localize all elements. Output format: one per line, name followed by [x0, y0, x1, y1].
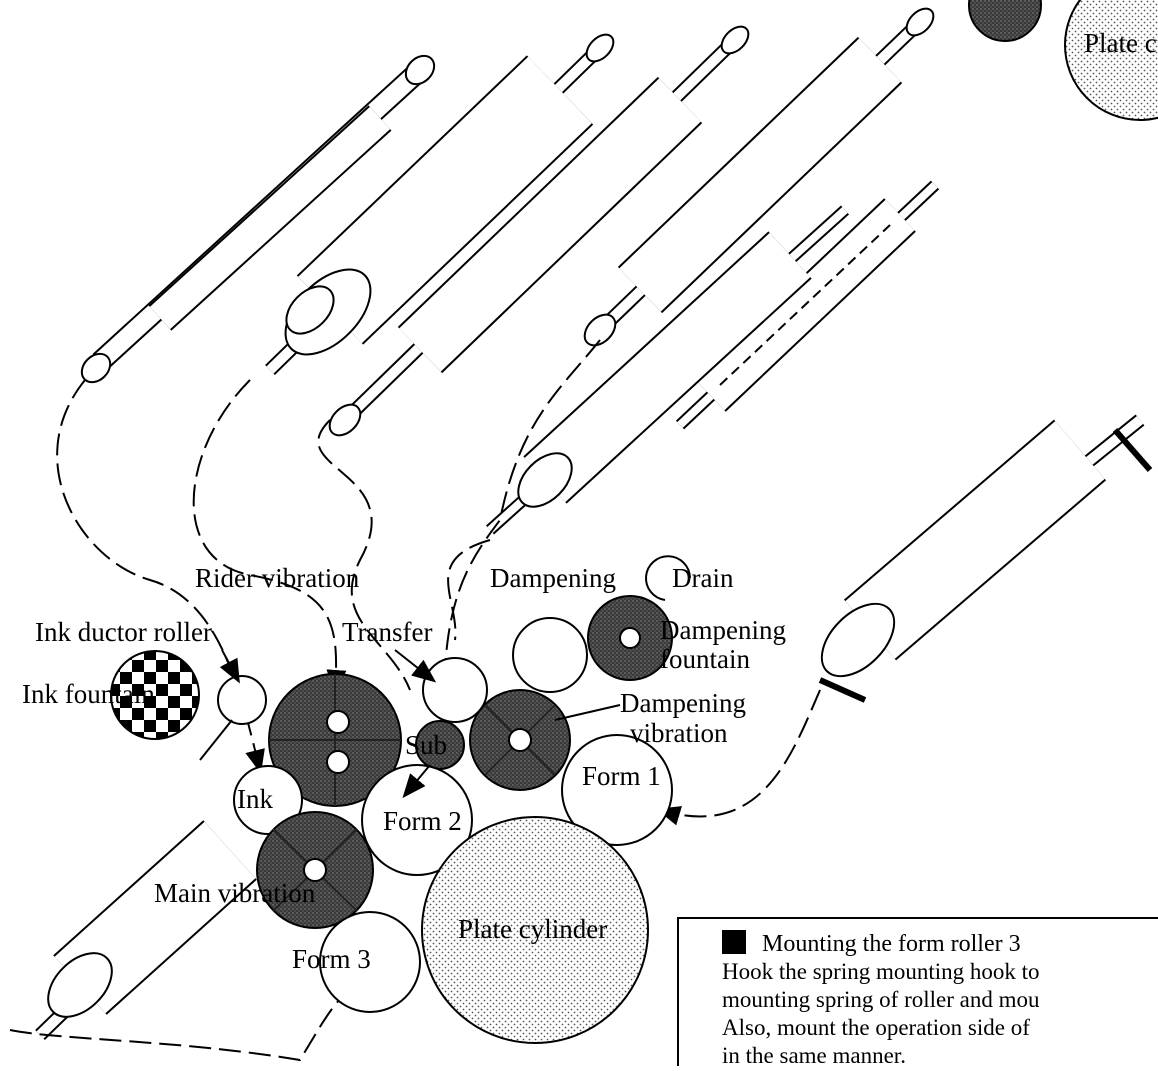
main-vibration-roller — [256, 811, 374, 929]
form2-roller-drawing — [485, 205, 850, 535]
label-ink-ductor-roller: Ink ductor roller — [35, 617, 212, 647]
note-box — [677, 917, 1158, 1071]
sub-roller-drawing — [583, 7, 935, 347]
label-dampening: Dampening — [490, 563, 616, 593]
label-form1: Form 1 — [582, 761, 661, 791]
roller-illustrations — [35, 7, 1153, 1041]
form2-roller — [361, 764, 473, 876]
rider-vibration-roller — [268, 673, 402, 807]
drain-roller — [645, 555, 691, 601]
corner-plate-cylinder — [1064, 0, 1158, 121]
transfer-roller-drawing — [328, 25, 750, 437]
label-drain: Drain — [672, 563, 734, 593]
form1-roller — [561, 734, 673, 846]
form3-roller — [319, 911, 421, 1013]
label-dampening-vibration-1: Dampening — [620, 688, 746, 718]
dampening-fountain-roller — [587, 595, 673, 681]
label-dampening-vibration-2: vibration — [630, 718, 728, 748]
transfer-roller — [422, 657, 488, 723]
form3-roller-drawing — [35, 820, 257, 1041]
form1-roller-drawing — [818, 414, 1153, 703]
corner-dark-roller — [968, 0, 1042, 42]
ductor-roller-drawing — [80, 54, 436, 384]
label-plate-cylinder: Plate cylinder — [458, 914, 607, 944]
note-title: Mounting the form roller 3 — [762, 931, 1021, 957]
roller-cross-sections — [110, 0, 1158, 1044]
dampening-roller-drawing — [675, 180, 940, 430]
label-plate-corner: Plate c — [1084, 28, 1157, 58]
label-ink: Ink — [237, 784, 273, 814]
label-dampening-fountain-1: Dampening — [660, 615, 786, 645]
plate-cylinder — [421, 816, 649, 1044]
note-bullet-square — [722, 930, 746, 954]
note-line-3: Also, mount the operation side of — [722, 1015, 1030, 1040]
dampening-roller — [512, 617, 588, 693]
rider-vibration-roller-drawing — [265, 33, 615, 376]
label-main-vibration: Main vibration — [154, 878, 316, 908]
mounting-note: Mounting the form roller 3 Hook the spri… — [677, 917, 1158, 1071]
pointer-arrows — [199, 649, 621, 799]
note-line-2: mounting spring of roller and mou — [722, 987, 1040, 1012]
label-form3: Form 3 — [292, 944, 371, 974]
label-form2: Form 2 — [383, 806, 462, 836]
label-ink-fountain: Ink fountain — [22, 679, 155, 709]
label-dampening-fountain-2: fountain — [660, 644, 750, 674]
ink-fountain-roller — [110, 650, 200, 740]
note-line-4: in the same manner. — [722, 1043, 906, 1066]
ink-roller — [233, 765, 303, 835]
label-rider-vibration: Rider vibration — [195, 563, 360, 593]
ink-ductor-roller — [217, 675, 267, 725]
labels: Plate c Rider vibration Dampening Drain … — [22, 28, 1157, 974]
label-transfer: Transfer — [342, 617, 433, 647]
note-line-1: Hook the spring mounting hook to — [722, 959, 1040, 984]
dampening-vibration-roller — [469, 689, 571, 791]
label-sub: Sub — [405, 730, 447, 760]
